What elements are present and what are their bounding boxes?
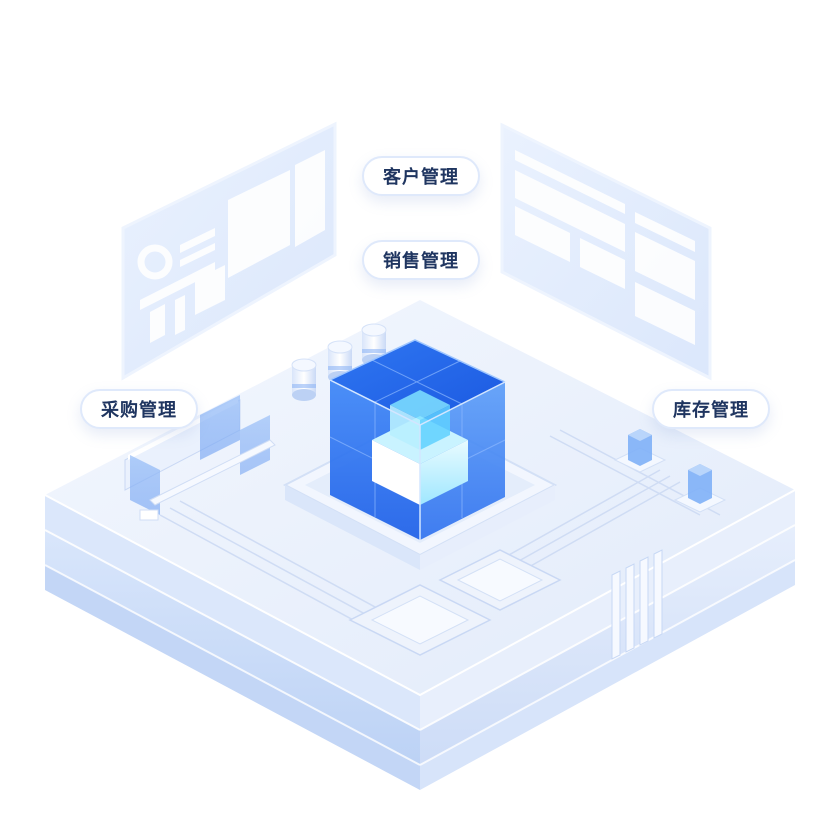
right-document-panel: [500, 122, 712, 381]
sales-management-label[interactable]: 销售管理: [362, 240, 480, 280]
cylinder-1: [291, 358, 317, 401]
right-prism-markers: [613, 429, 727, 513]
central-data-cube: [329, 339, 506, 540]
chip-pads: [348, 549, 562, 656]
inventory-management-label[interactable]: 库存管理: [652, 389, 770, 429]
left-dashboard-panel: [121, 121, 337, 381]
glass-walls: [124, 395, 276, 521]
connector-ridges: [611, 549, 663, 660]
customer-management-label[interactable]: 客户管理: [362, 156, 480, 196]
purchase-management-label[interactable]: 采购管理: [80, 389, 198, 429]
